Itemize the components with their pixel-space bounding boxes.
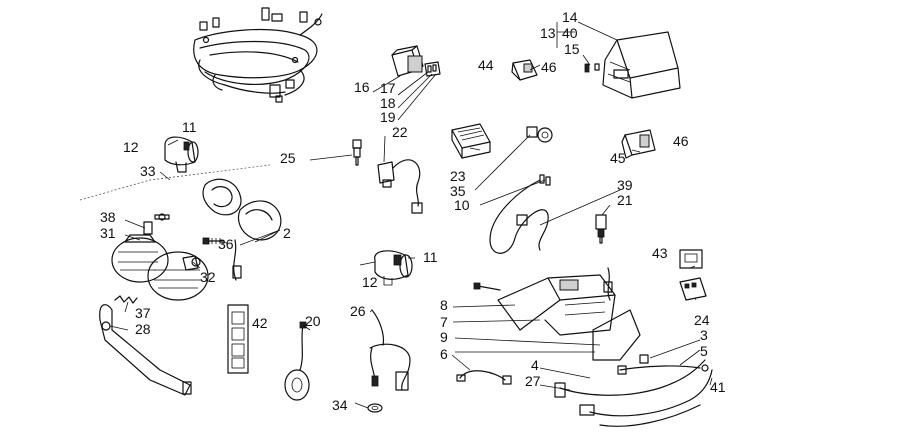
support-bar bbox=[99, 304, 192, 396]
callout-33: 33 bbox=[140, 163, 156, 179]
sensor-21 bbox=[595, 214, 607, 244]
horn-20 bbox=[284, 321, 310, 401]
callout-labels: 14 13 40 15 44 46 16 17 18 19 22 11 12 2… bbox=[100, 9, 726, 413]
callout-6: 6 bbox=[440, 346, 448, 362]
leader-lines bbox=[109, 21, 713, 409]
callout-15: 15 bbox=[564, 41, 580, 57]
callout-39: 39 bbox=[617, 177, 633, 193]
callout-4: 4 bbox=[531, 357, 539, 373]
callout-3: 3 bbox=[700, 327, 708, 343]
callout-32: 32 bbox=[200, 269, 216, 285]
callout-8: 8 bbox=[440, 297, 448, 313]
ignition-coil-mid bbox=[374, 250, 413, 286]
callout-12: 12 bbox=[123, 139, 139, 155]
part-44-46 bbox=[511, 59, 538, 81]
callout-25: 25 bbox=[280, 150, 296, 166]
callout-24: 24 bbox=[694, 312, 710, 328]
callout-17: 17 bbox=[380, 80, 396, 96]
bulb-holder-32 bbox=[182, 255, 201, 271]
callout-18: 18 bbox=[380, 95, 396, 111]
part-43 bbox=[679, 249, 703, 269]
socket-35 bbox=[526, 126, 553, 143]
callout-28: 28 bbox=[135, 321, 151, 337]
callout-46-right: 46 bbox=[673, 133, 689, 149]
callout-35: 35 bbox=[450, 183, 466, 199]
callout-16: 16 bbox=[354, 79, 370, 95]
bolt-36 bbox=[202, 237, 225, 245]
battery-assembly bbox=[473, 267, 641, 361]
callout-12-mid: 12 bbox=[362, 274, 378, 290]
ignition-coil-top bbox=[164, 136, 199, 173]
headlights bbox=[111, 213, 209, 301]
callout-43: 43 bbox=[652, 245, 668, 261]
callout-7: 7 bbox=[440, 314, 448, 330]
callout-11: 11 bbox=[182, 119, 197, 135]
switch-22 bbox=[377, 159, 423, 214]
callout-23: 23 bbox=[450, 168, 466, 184]
tail-light-unit bbox=[584, 31, 681, 99]
spring-37 bbox=[114, 295, 138, 304]
callout-9: 9 bbox=[440, 329, 448, 345]
callout-21: 21 bbox=[617, 192, 633, 208]
callout-19: 19 bbox=[380, 109, 396, 125]
callout-27: 27 bbox=[525, 373, 541, 389]
part-24 bbox=[679, 277, 707, 301]
callout-46: 46 bbox=[541, 59, 557, 75]
cables-bottom-right bbox=[554, 354, 713, 427]
callout-41: 41 bbox=[710, 379, 726, 395]
callout-45: 45 bbox=[610, 150, 626, 166]
callout-37: 37 bbox=[135, 305, 151, 321]
pressure-switch-25 bbox=[352, 139, 362, 166]
callout-31: 31 bbox=[100, 225, 116, 241]
callout-14: 14 bbox=[562, 9, 578, 25]
callout-10: 10 bbox=[454, 197, 470, 213]
callout-36: 36 bbox=[218, 236, 234, 252]
callout-40: 40 bbox=[562, 25, 578, 41]
callout-44: 44 bbox=[478, 57, 494, 73]
cable-6 bbox=[456, 370, 512, 385]
headlight-mounts bbox=[202, 178, 282, 281]
callout-5: 5 bbox=[700, 343, 708, 359]
callout-2: 2 bbox=[283, 225, 291, 241]
callout-13: 13 bbox=[540, 25, 556, 41]
regulator-23 bbox=[451, 123, 491, 159]
wiring-harness bbox=[193, 7, 323, 103]
callout-20: 20 bbox=[305, 313, 321, 329]
callout-42: 42 bbox=[252, 315, 268, 331]
callout-38: 38 bbox=[100, 209, 116, 225]
cable-26 bbox=[367, 309, 411, 413]
part-45-46 bbox=[621, 129, 656, 159]
callout-11-mid: 11 bbox=[423, 249, 438, 265]
callout-34: 34 bbox=[332, 397, 348, 413]
relay-assembly bbox=[391, 45, 441, 77]
callout-22: 22 bbox=[392, 124, 408, 140]
fuse-strip-42 bbox=[227, 304, 249, 374]
cable-10 bbox=[489, 174, 551, 254]
callout-26: 26 bbox=[350, 303, 366, 319]
